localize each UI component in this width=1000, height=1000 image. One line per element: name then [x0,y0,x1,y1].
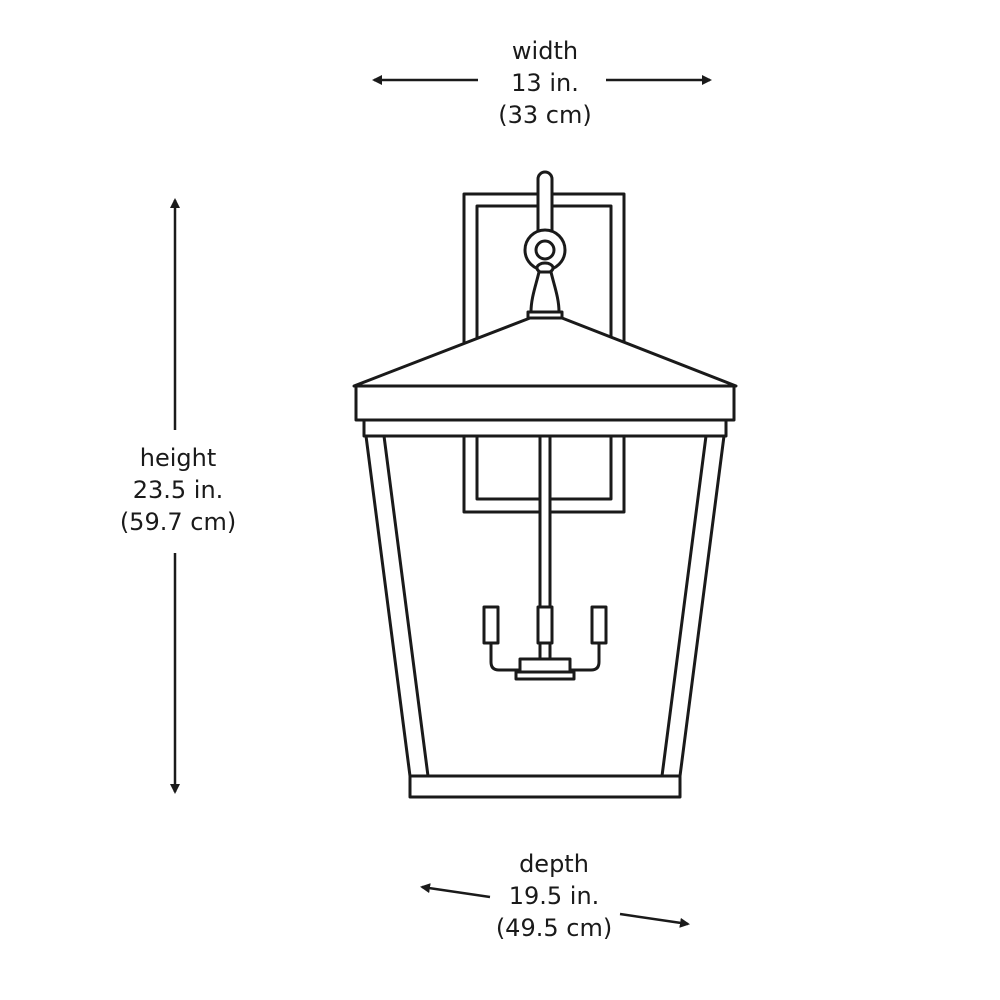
depth-label-name: depth [519,850,589,878]
height-label-imperial: 23.5 in. [132,476,224,504]
lantern-drawing [352,170,738,799]
lantern-roof [352,316,738,438]
width-label-imperial: 13 in. [511,69,579,97]
width-label-metric: (33 cm) [498,101,592,129]
depth-arrows [420,883,690,928]
height-label-name: height [139,444,217,472]
depth-arrow-right [619,912,690,928]
width-label: width 13 in. (33 cm) [445,35,645,131]
width-label-name: width [511,37,579,65]
height-label-metric: (59.7 cm) [119,508,237,536]
depth-arrow-left [420,883,491,899]
depth-label-metric: (49.5 cm) [495,914,613,942]
depth-label: depth 19.5 in. (49.5 cm) [454,848,654,944]
height-label: height 23.5 in. (59.7 cm) [78,442,278,538]
mounting-hook [523,170,567,322]
lantern-body [364,434,726,799]
candle-cluster [482,434,608,681]
depth-label-imperial: 19.5 in. [508,882,600,910]
